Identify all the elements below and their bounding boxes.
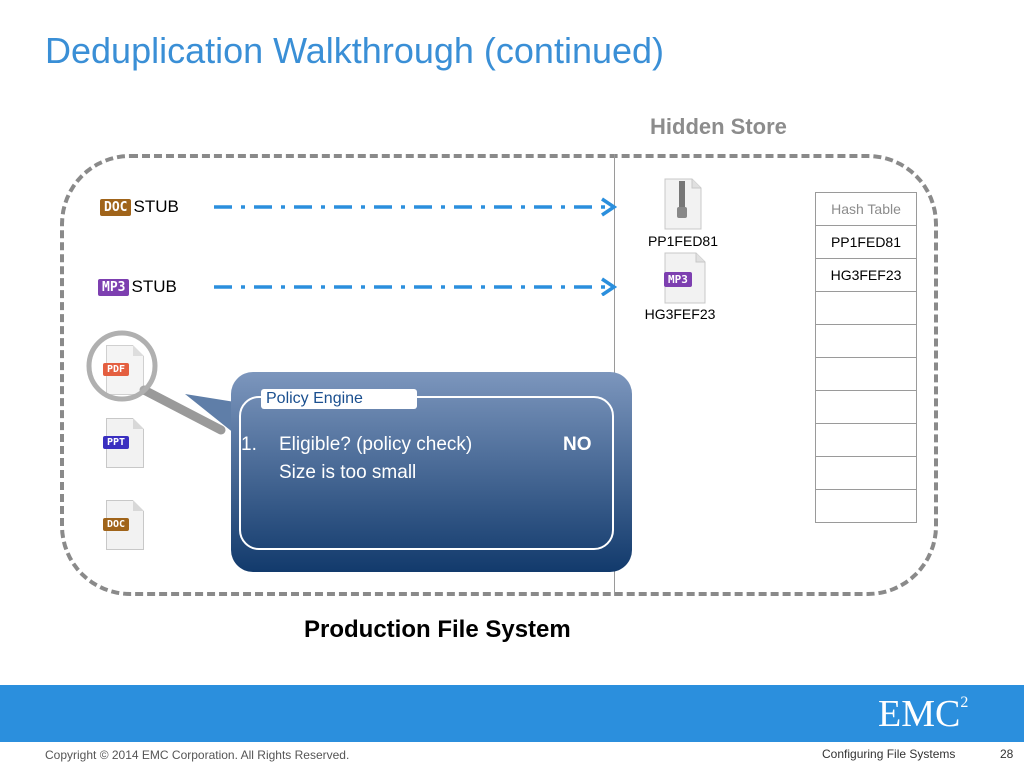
zip-file-icon xyxy=(664,178,702,230)
policy-step-text: Eligible? (policy check) xyxy=(279,434,473,455)
hash-table-cell xyxy=(815,489,917,523)
stub-label: STUB xyxy=(131,277,177,296)
mp3-stub-arrow-head xyxy=(601,277,618,296)
doc-stub-arrow-head xyxy=(601,197,618,217)
policy-reason: Size is too small xyxy=(279,462,417,483)
emc-logo-sup: 2 xyxy=(960,694,969,711)
production-fs-boundary xyxy=(60,154,938,596)
hash-table-cell: HG3FEF23 xyxy=(815,258,917,292)
policy-engine-tab: Policy Engine xyxy=(261,389,417,409)
section-name: Configuring File Systems xyxy=(822,747,956,761)
doc-badge: DOC xyxy=(103,518,130,531)
hidden-file-hash: PP1FED81 xyxy=(647,233,719,249)
mp3-badge: MP3 xyxy=(664,272,692,287)
hash-table: Hash Table PP1FED81 HG3FEF23 xyxy=(815,192,917,523)
stub-label: STUB xyxy=(133,197,179,216)
stub-arrows xyxy=(214,197,618,296)
hash-table-cell xyxy=(815,423,917,457)
hidden-store-label: Hidden Store xyxy=(650,114,787,139)
footer-band xyxy=(0,685,1024,742)
hash-table-cell xyxy=(815,456,917,490)
policy-step-number: 1. xyxy=(241,434,257,455)
emc-logo-text: EMC xyxy=(878,693,961,735)
hash-table-header: Hash Table xyxy=(815,192,917,226)
hidden-file-hash: HG3FEF23 xyxy=(644,306,716,322)
doc-file-icon: DOC xyxy=(103,500,144,550)
copyright-text: Copyright © 2014 EMC Corporation. All Ri… xyxy=(45,748,350,762)
emc-logo: EMC2 xyxy=(878,692,968,736)
mp3-file-icon: MP3 xyxy=(664,252,706,304)
policy-result: NO xyxy=(563,434,592,455)
hash-table-cell xyxy=(815,291,917,325)
hash-table-cell xyxy=(815,390,917,424)
hash-table-cell xyxy=(815,324,917,358)
policy-engine-title: Policy Engine xyxy=(266,390,363,407)
production-fs-label: Production File System xyxy=(304,616,571,643)
pdf-badge: PDF xyxy=(103,363,130,376)
hash-table-cell xyxy=(815,357,917,391)
ppt-badge: PPT xyxy=(103,436,130,449)
hash-table-cell: PP1FED81 xyxy=(815,225,917,259)
mp3-badge: MP3 xyxy=(98,279,130,297)
doc-badge: DOC xyxy=(100,199,132,217)
policy-engine-inner-frame xyxy=(239,396,614,550)
policy-callout-pointer xyxy=(185,394,235,434)
page-number: 28 xyxy=(1000,747,1014,761)
pdf-file-icon: PDF xyxy=(103,345,144,395)
magnifier-icon xyxy=(86,330,226,435)
ppt-file-icon: PPT xyxy=(103,418,144,468)
page-title: Deduplication Walkthrough (continued) xyxy=(45,30,665,71)
